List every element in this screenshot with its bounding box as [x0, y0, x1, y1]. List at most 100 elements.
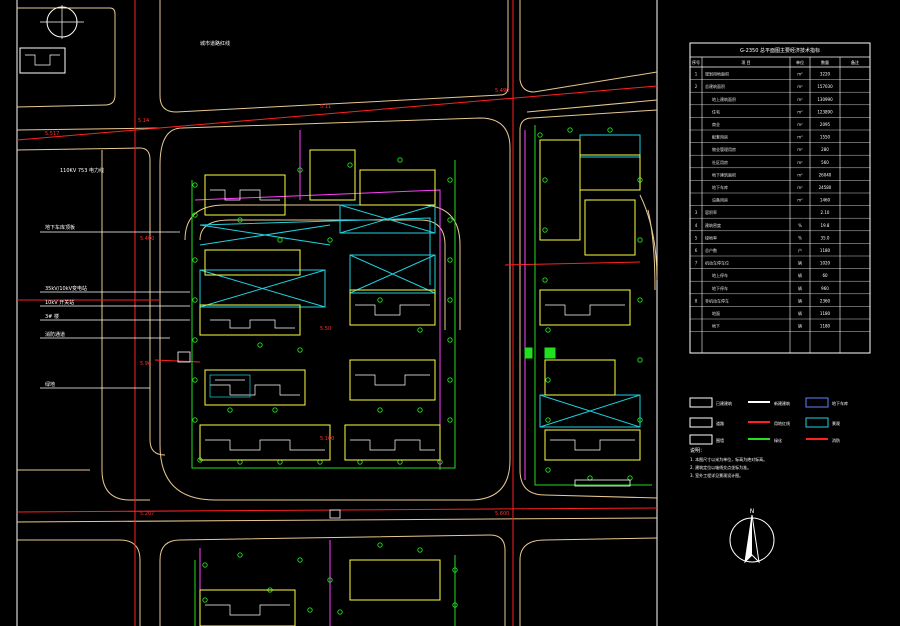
tree-marker	[337, 609, 343, 615]
table-cell: 地下	[712, 323, 720, 329]
table-cell: 容积率	[705, 209, 717, 215]
table-cell: m²	[797, 160, 803, 165]
site-plan: 5.517 5.490 5.207 5.600 5.11 5.14 5.50 5…	[16, 0, 658, 626]
building-n	[539, 289, 631, 326]
table-cell: 建筑密度	[705, 222, 721, 228]
tree-marker	[417, 547, 423, 553]
legend-label: 新建建筑	[774, 400, 790, 406]
tree-marker	[192, 337, 198, 343]
legend-swatch	[805, 417, 829, 428]
legend-item: 消防	[806, 437, 840, 443]
table-cell: 26040	[819, 172, 832, 177]
tree-marker	[202, 597, 208, 603]
tree-marker	[237, 217, 243, 223]
table-cell: m²	[797, 172, 803, 177]
north-arrow-icon: N	[729, 508, 775, 564]
table-cell: 地上停车	[712, 272, 728, 278]
table-cell: 1180	[820, 311, 831, 316]
table-cell: 8	[695, 298, 698, 303]
building-f	[204, 369, 306, 406]
table-cell: m²	[797, 97, 803, 102]
tree-marker	[192, 212, 198, 218]
building-g	[349, 359, 436, 401]
table-cell: m²	[797, 198, 803, 203]
notes-title: 说明：	[690, 447, 705, 454]
table-cell: 辆	[798, 260, 802, 266]
table-cell: 1180	[820, 324, 831, 329]
table-cell: m²	[797, 122, 803, 127]
table-cell: 地下建筑面积	[712, 171, 736, 177]
building-h	[199, 424, 331, 461]
legend-label: 已建建筑	[716, 400, 732, 406]
table-cell: 地下停车	[712, 285, 728, 291]
water-pipe-lines	[199, 134, 641, 428]
legend-label: 用地红线	[774, 420, 790, 426]
tree-marker	[447, 417, 453, 423]
label-road-bottom-r: 5.600	[495, 511, 509, 517]
building-a	[204, 174, 286, 216]
table-header-cell: 项 目	[741, 59, 750, 65]
legend-item: 围墙	[689, 434, 724, 445]
table-title: G-2350 总平面图主要经济技术指标	[740, 47, 820, 54]
tree-marker	[377, 542, 383, 548]
note-left-4: 3# 楼	[45, 313, 59, 320]
note-cable: 110KV 753 电力线	[60, 167, 104, 174]
table-cell: 6	[695, 248, 698, 253]
label-elev-6: 5.96	[140, 361, 151, 367]
tree-marker	[537, 132, 543, 138]
site-notes: 110KV 753 电力线 地下车库顶板 35kV/10kV变电站 10kV 开…	[45, 40, 230, 388]
tree-marker	[417, 407, 423, 413]
table-cell: 60	[822, 273, 828, 278]
legend-swatch	[805, 397, 829, 408]
table-cell: 130990	[817, 97, 833, 102]
table-cell: 5	[695, 235, 698, 240]
legend-label: 消防	[832, 437, 840, 443]
building-b	[359, 169, 436, 206]
tree-marker	[377, 407, 383, 413]
legend-item: 绿化	[748, 437, 782, 443]
table-cell: 2095	[820, 122, 831, 127]
legend: 已建建筑新建建筑地下车库道路用地红线景观围墙绿化消防	[689, 397, 848, 445]
table-header-cell: 备注	[851, 59, 859, 65]
building-i	[344, 424, 441, 461]
legend-item: 地下车库	[805, 397, 848, 408]
label-elev-3: 5.50	[320, 326, 331, 332]
table-cell: 35.0	[821, 235, 830, 240]
tree-marker	[545, 327, 551, 333]
table-cell: 24580	[819, 185, 832, 190]
legend-label: 地下车库	[832, 400, 848, 406]
tree-marker	[192, 182, 198, 188]
label-elev-2: 5.14	[138, 118, 149, 124]
table-cell: 1550	[820, 135, 831, 140]
note-top: 城市道路红线	[200, 40, 230, 47]
tree-marker	[297, 347, 303, 353]
table-cell: 1	[695, 72, 698, 77]
note-left-6: 绿地	[45, 381, 55, 388]
table-cell: 1460	[820, 198, 831, 203]
tree-marker	[192, 377, 198, 383]
table-cell: 商业	[712, 121, 720, 127]
table-cell: 3220	[820, 72, 831, 77]
tree-marker	[542, 227, 548, 233]
table-header: 序号项 目单位数量备注	[690, 56, 870, 353]
tree-marker	[545, 377, 551, 383]
label-elev-1: 5.11	[320, 104, 331, 110]
table-cell: 19.8	[821, 223, 830, 228]
tree-marker	[637, 357, 643, 363]
table-cell: 地面	[712, 310, 720, 316]
tree-marker	[297, 557, 303, 563]
buildings	[19, 47, 641, 626]
tree-marker	[377, 297, 383, 303]
